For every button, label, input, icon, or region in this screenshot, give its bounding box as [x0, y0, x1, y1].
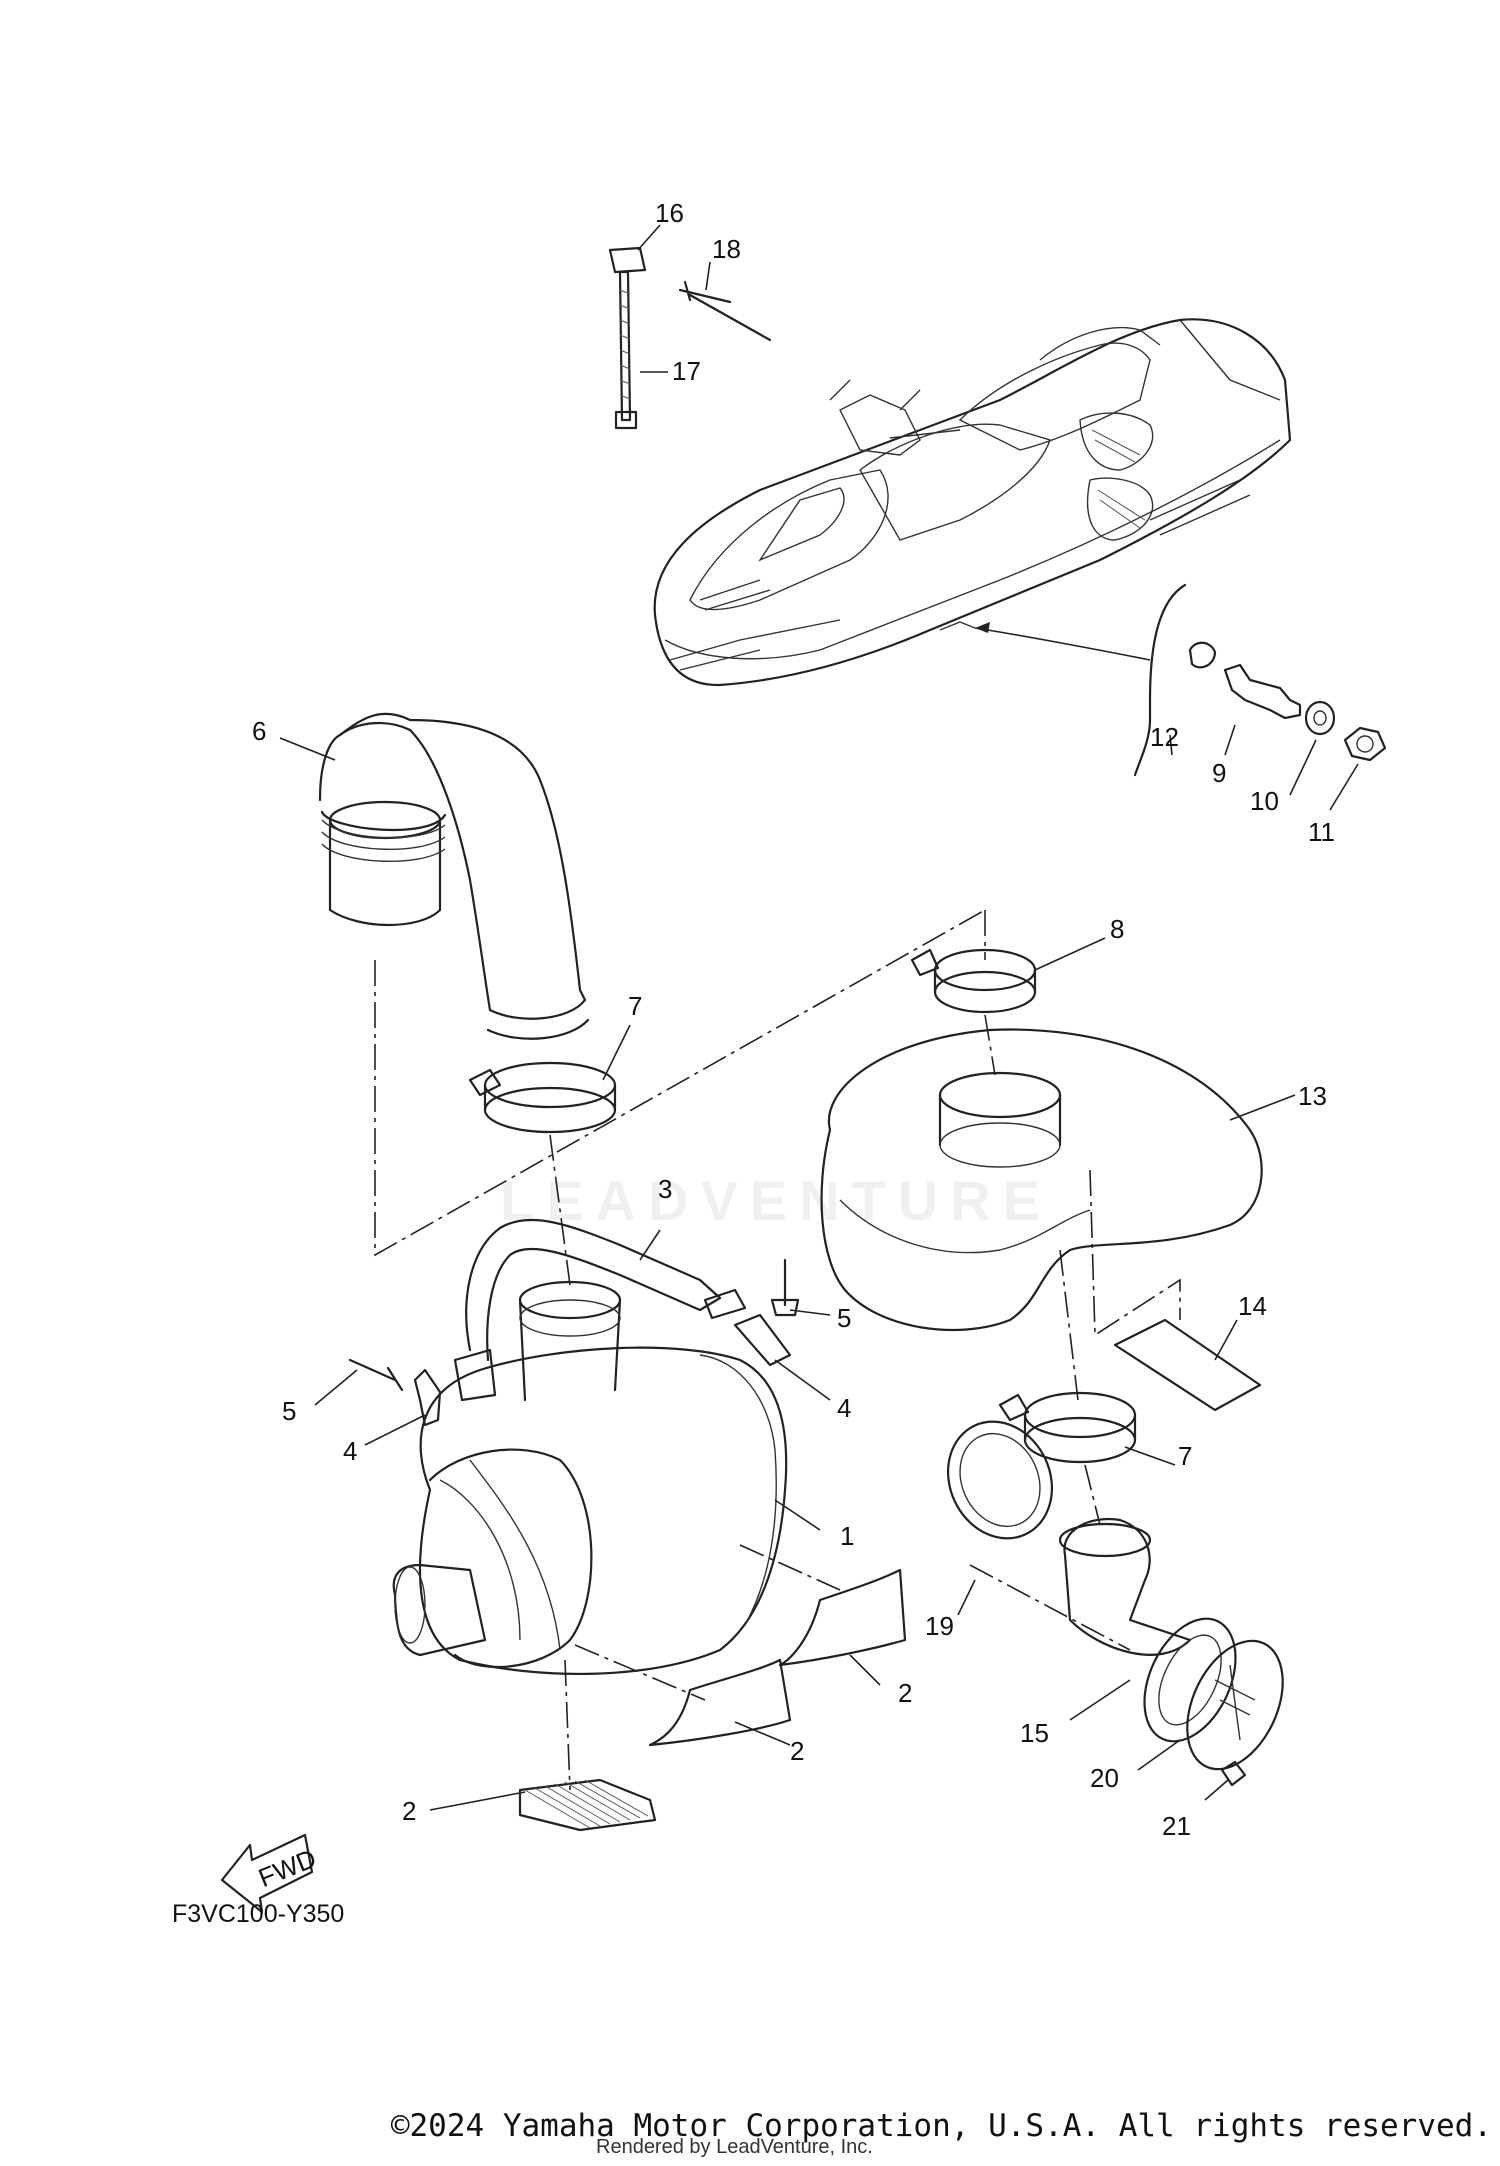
callout-2c: 2 [402, 1796, 416, 1826]
callout-17: 17 [672, 356, 701, 386]
silencer-part-1 [392, 1280, 788, 1676]
watercraft-illustration [653, 318, 1292, 777]
callout-21: 21 [1162, 1811, 1191, 1841]
drain-fitting-parts [1188, 641, 1387, 762]
heat-shields-part-2 [518, 1568, 907, 1832]
callout-4a: 4 [343, 1436, 357, 1466]
callout-14: 14 [1238, 1291, 1267, 1321]
callout-12: 12 [1150, 722, 1179, 752]
callout-16: 16 [655, 198, 684, 228]
leader-lines [279, 224, 1359, 1811]
callout-4b: 4 [837, 1393, 851, 1423]
callout-9: 9 [1212, 758, 1226, 788]
pad-part-14 [1113, 1318, 1262, 1412]
callout-18: 18 [712, 234, 741, 264]
cable-tie-hardware [608, 246, 772, 430]
strap-part-3 [453, 1218, 747, 1402]
callout-1: 1 [840, 1521, 854, 1551]
callout-3: 3 [658, 1174, 672, 1204]
rendered-by-notice: Rendered by LeadVenture, Inc. [596, 2136, 873, 2158]
callout-5b: 5 [837, 1303, 851, 1333]
elbow-hose-part-6 [318, 712, 590, 1040]
diagram-code: F3VC100-Y350 [172, 1900, 345, 1928]
callout-6: 6 [252, 716, 266, 746]
resonator-part-13 [820, 1028, 1263, 1332]
assembly-lines [374, 909, 1181, 1791]
brackets-and-screws [348, 1258, 800, 1427]
callout-numbers: 16 18 17 6 12 9 10 11 8 7 13 3 14 5 4 5 … [252, 198, 1335, 1841]
callout-2b: 2 [898, 1678, 912, 1708]
callout-13: 13 [1298, 1081, 1327, 1111]
callout-19: 19 [925, 1611, 954, 1641]
watermark-text: LEADVENTURE [500, 1169, 1053, 1232]
callout-7b: 7 [1178, 1441, 1192, 1471]
hose-clamps [468, 948, 1137, 1464]
copyright-notice: ©2024 Yamaha Motor Corporation, U.S.A. A… [390, 2108, 1492, 2144]
callout-10: 10 [1250, 786, 1279, 816]
callout-2a: 2 [790, 1736, 804, 1766]
callout-11: 11 [1308, 817, 1335, 847]
callout-5a: 5 [282, 1396, 296, 1426]
callout-8: 8 [1110, 914, 1124, 944]
callout-20: 20 [1090, 1763, 1119, 1793]
callout-7a: 7 [628, 991, 642, 1021]
callout-15: 15 [1020, 1718, 1049, 1748]
outlet-parts [946, 1420, 1284, 1787]
